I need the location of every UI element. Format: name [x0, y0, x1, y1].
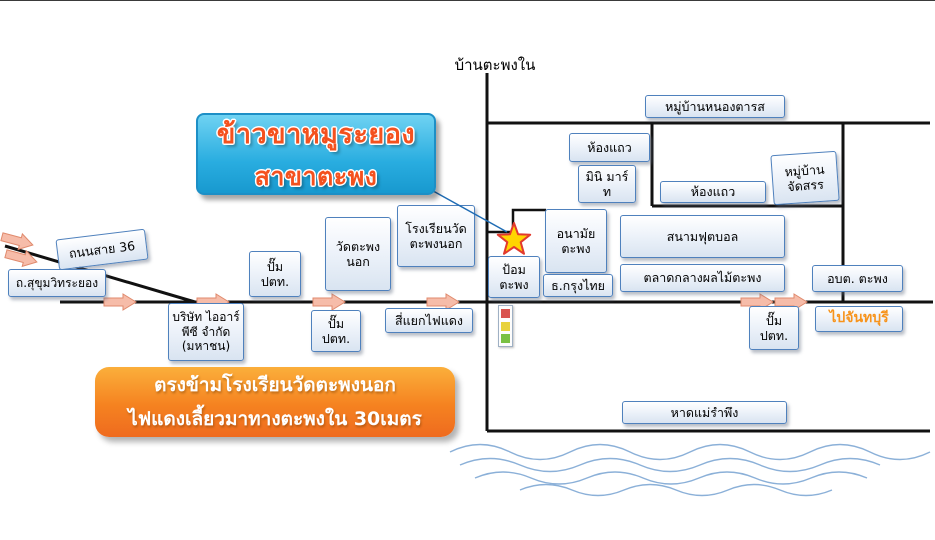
place-box-mae-ramphueng-beach: หาดแม่รำพึง: [622, 401, 787, 424]
place-box-to-chanthaburi: ไปจันทบุรี: [815, 306, 903, 332]
place-box-nong-taros-village: หมู่บ้านหนองตารส: [645, 95, 785, 118]
place-box-krungthai-bank: ธ.กรุงไทย: [543, 274, 613, 297]
shop-title-callout: ข้าวขาหมูระยอง สาขาตะพง: [196, 113, 436, 195]
yellow-light-icon: [501, 321, 510, 331]
place-box-football-field: สนามฟุตบอล: [620, 215, 785, 258]
wave-line: [459, 457, 881, 473]
wave-line: [474, 471, 868, 485]
direction-arrow-icon: [4, 249, 38, 268]
place-box-row-houses-1: ห้องแถว: [569, 133, 650, 162]
shop-title-line2: สาขาตะพง: [254, 161, 378, 191]
place-box-route-36: ถนนสาย 36: [55, 228, 149, 271]
place-box-taphong-sao: อบต. ตะพง: [812, 265, 903, 292]
place-box-wat-taphong-nok-school: โรงเรียนวัด ตะพงนอก: [397, 205, 475, 267]
traffic-light-icon: [498, 305, 513, 347]
ban-taphong-nai-label: บ้านตะพงใน: [454, 56, 536, 74]
wave-line: [519, 483, 833, 497]
shop-title-line1: ข้าวขาหมูระยอง: [216, 118, 416, 150]
place-box-red-light-intersection: สี่แยกไฟแดง: [385, 308, 473, 333]
wave-line: [449, 443, 931, 461]
place-box-ptt-station-left: ปั๊ม ปตท.: [249, 251, 301, 297]
green-light-icon: [501, 333, 510, 343]
place-box-irpc-company: บริษัท ไออาร์ พีซี จำกัด (มหาชน): [168, 303, 244, 361]
place-box-row-houses-2: ห้องแถว: [660, 181, 766, 203]
directions-line1: ตรงข้ามโรงเรียนวัดตะพงนอก: [154, 374, 396, 396]
sea-waves-icon: [449, 443, 931, 497]
direction-arrow-icon: [0, 232, 34, 251]
place-box-taphong-fruit-market: ตลาดกลางผลไม้ตะพง: [620, 264, 785, 292]
place-box-wat-taphong-nok: วัดตะพง นอก: [325, 217, 391, 291]
road-shop-step: [487, 208, 546, 234]
place-box-mini-mart: มินิ มาร์ท: [578, 165, 636, 203]
star-marker-icon: [496, 222, 532, 255]
place-box-ptt-station-right: ปั๊ม ปตท.: [749, 306, 799, 350]
place-box-ptt-station-mid: ปั๊ม ปตท.: [311, 310, 361, 352]
place-box-taphong-health-center: อนามัย ตะพง: [545, 209, 607, 273]
place-box-sukhumvit-road: ถ.สุขุมวิทระยอง: [8, 269, 106, 297]
direction-arrow-icon: [312, 293, 346, 311]
directions-banner: ตรงข้ามโรงเรียนวัดตะพงนอก ไฟแดงเลี้ยวมาท…: [95, 367, 455, 437]
red-light-icon: [501, 309, 510, 319]
directions-line2: ไฟแดงเลี้ยวมาทางตะพงใน 30เมตร: [128, 408, 422, 430]
place-box-taphong-police-box: ป้อม ตะพง: [488, 256, 540, 298]
direction-arrow-icon: [103, 293, 137, 311]
place-box-chatsan-village: หมู่บ้าน จัดสรร: [770, 150, 840, 206]
